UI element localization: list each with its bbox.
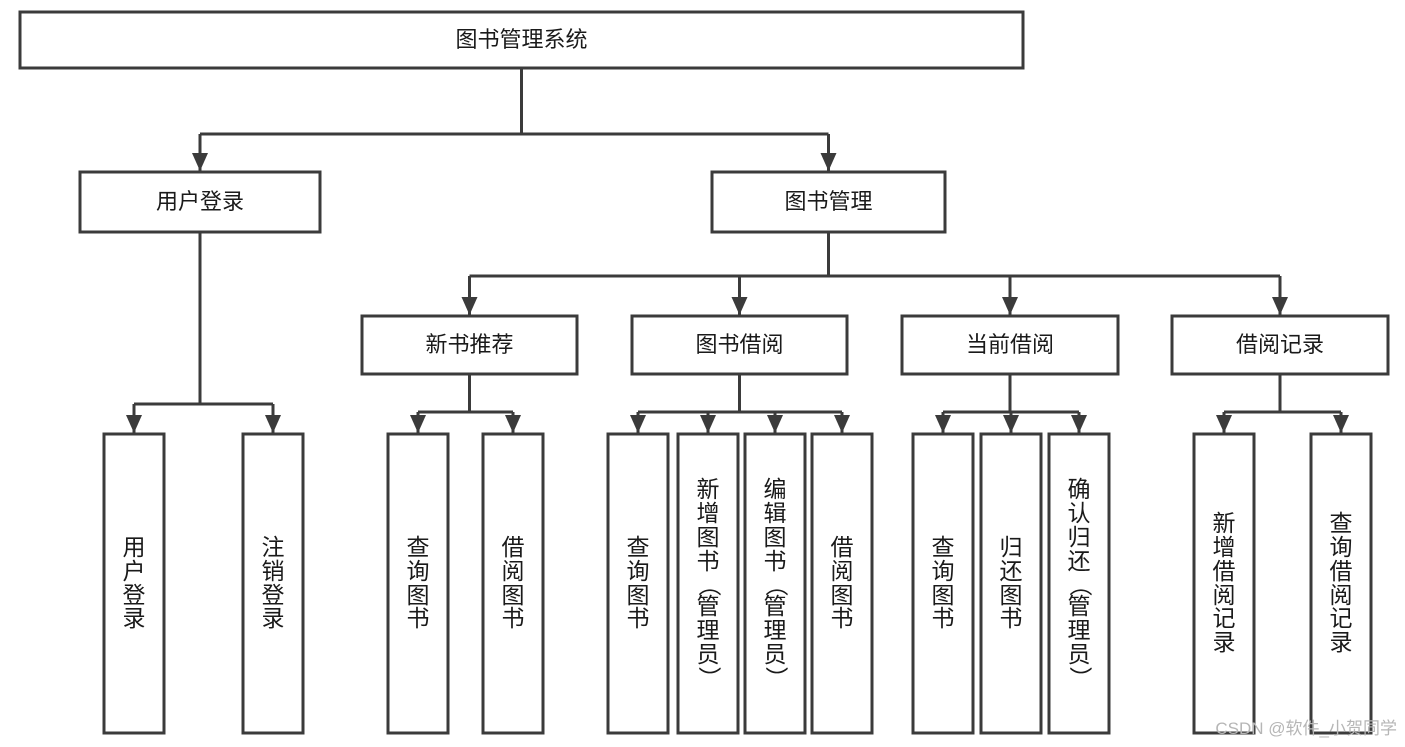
arrow-head [1216, 415, 1232, 433]
arrow-head [834, 415, 850, 433]
arrow-head [1272, 297, 1288, 315]
node-box[interactable] [1309, 432, 1373, 735]
arrow-head [1003, 415, 1019, 433]
node-leaf-query-record[interactable] [1309, 432, 1373, 735]
arrow-head [265, 415, 281, 433]
node-label: 新书推荐 [425, 332, 513, 357]
node-label: 借阅记录 [1236, 332, 1324, 357]
arrow-head [700, 415, 716, 433]
node-box[interactable] [979, 432, 1043, 735]
edges-layer [126, 68, 1349, 433]
node-box[interactable] [241, 432, 305, 735]
node-borrow-record[interactable]: 借阅记录 [1170, 314, 1390, 376]
node-box[interactable] [102, 432, 166, 735]
node-leaf-query-book-2[interactable] [606, 432, 670, 735]
node-box[interactable] [743, 432, 807, 735]
node-leaf-query-book-3[interactable] [911, 432, 975, 735]
arrow-head [767, 415, 783, 433]
arrow-head [126, 415, 142, 433]
node-current-borrow[interactable]: 当前借阅 [900, 314, 1120, 376]
node-box[interactable] [810, 432, 874, 735]
node-box[interactable] [1192, 432, 1256, 735]
node-label: 图书管理系统 [455, 27, 587, 52]
arrow-head [1071, 415, 1087, 433]
arrow-head [630, 415, 646, 433]
arrow-head [935, 415, 951, 433]
node-leaf-return-book[interactable] [979, 432, 1043, 735]
node-box[interactable] [1170, 314, 1390, 376]
node-new-book-recommend[interactable]: 新书推荐 [360, 314, 579, 376]
arrow-head [505, 415, 521, 433]
arrow-head [820, 153, 837, 171]
node-box[interactable] [360, 314, 579, 376]
node-box[interactable] [1047, 432, 1111, 735]
arrow-head [1002, 297, 1018, 315]
node-leaf-borrow-book-1[interactable] [481, 432, 545, 735]
node-box[interactable] [386, 432, 450, 735]
node-box[interactable] [676, 432, 740, 735]
node-label: 图书借阅 [695, 332, 783, 357]
node-box[interactable] [481, 432, 545, 735]
node-book-borrow[interactable]: 图书借阅 [630, 314, 849, 376]
arrow-head [731, 297, 748, 315]
node-box[interactable] [710, 170, 947, 234]
node-box[interactable] [900, 314, 1120, 376]
node-leaf-query-book-1[interactable] [386, 432, 450, 735]
arrow-head [1333, 415, 1349, 433]
node-leaf-add-record[interactable] [1192, 432, 1256, 735]
arrow-head [461, 297, 478, 315]
node-box[interactable] [606, 432, 670, 735]
node-label: 当前借阅 [966, 332, 1054, 357]
arrow-head [410, 415, 426, 433]
node-label: 用户登录 [156, 189, 244, 214]
node-box[interactable] [630, 314, 849, 376]
node-root[interactable]: 图书管理系统 [18, 10, 1025, 70]
arrow-head [192, 153, 208, 171]
node-leaf-user-login[interactable] [102, 432, 166, 735]
watermark: CSDN @软件_小贺同学 [1215, 719, 1397, 738]
node-leaf-logout[interactable] [241, 432, 305, 735]
node-leaf-add-book[interactable] [676, 432, 740, 735]
node-user-login[interactable]: 用户登录 [78, 170, 322, 234]
node-box[interactable] [911, 432, 975, 735]
node-leaf-borrow-book-2[interactable] [810, 432, 874, 735]
node-box[interactable] [78, 170, 322, 234]
node-leaf-confirm-return[interactable] [1047, 432, 1111, 735]
node-label: 图书管理 [784, 189, 872, 214]
node-box[interactable] [18, 10, 1025, 70]
node-leaf-edit-book[interactable] [743, 432, 807, 735]
node-book-manage[interactable]: 图书管理 [710, 170, 947, 234]
